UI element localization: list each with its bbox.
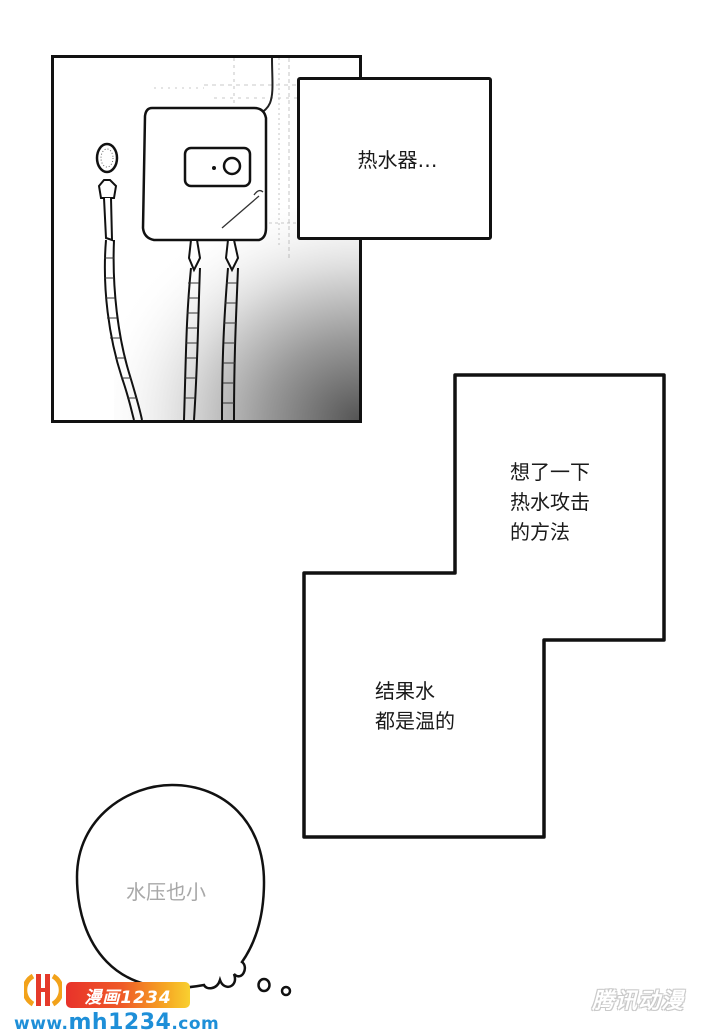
caption-text-hot-water-attack: 想了一下 热水攻击 的方法 [510,460,590,544]
power-cable [257,58,274,116]
thought-dot-2 [280,985,292,997]
caption-text-lukewarm-water: 结果水 都是温的 [375,679,455,733]
water-heater-illustration [95,58,359,420]
inlet-connector [187,239,202,273]
watermark-tencent-comics: 腾讯动漫 [592,989,685,1014]
watermark-mh1234: 漫画1234 www.mh1234.com [0,965,220,1035]
mh-logo-icon [24,973,62,1007]
url-suffix: .com [171,1014,220,1034]
shower-head-icon [95,142,119,174]
thought-text: 水压也小 [126,880,206,904]
url-prefix: www. [14,1014,69,1034]
watermark-url: www.mh1234.com [14,1010,219,1035]
pipe-ribbing [185,282,237,404]
thought-dot-1 [257,977,271,993]
url-main: mh1234 [68,1010,172,1035]
shower-hose [103,239,135,420]
stepped-caption-box [302,373,666,839]
indicator-light [212,166,216,170]
shower-holder [97,179,118,199]
thought-bubble [75,783,292,997]
caption-text: 热水器… [357,147,438,172]
inlet-pipe [183,267,192,420]
outlet-pipe [221,267,229,420]
caption-box-water-heater: 热水器… [297,77,492,240]
outlet-connector [224,239,240,273]
watermark-badge: 漫画1234 [66,982,190,1008]
control-dial-icon [222,156,242,176]
